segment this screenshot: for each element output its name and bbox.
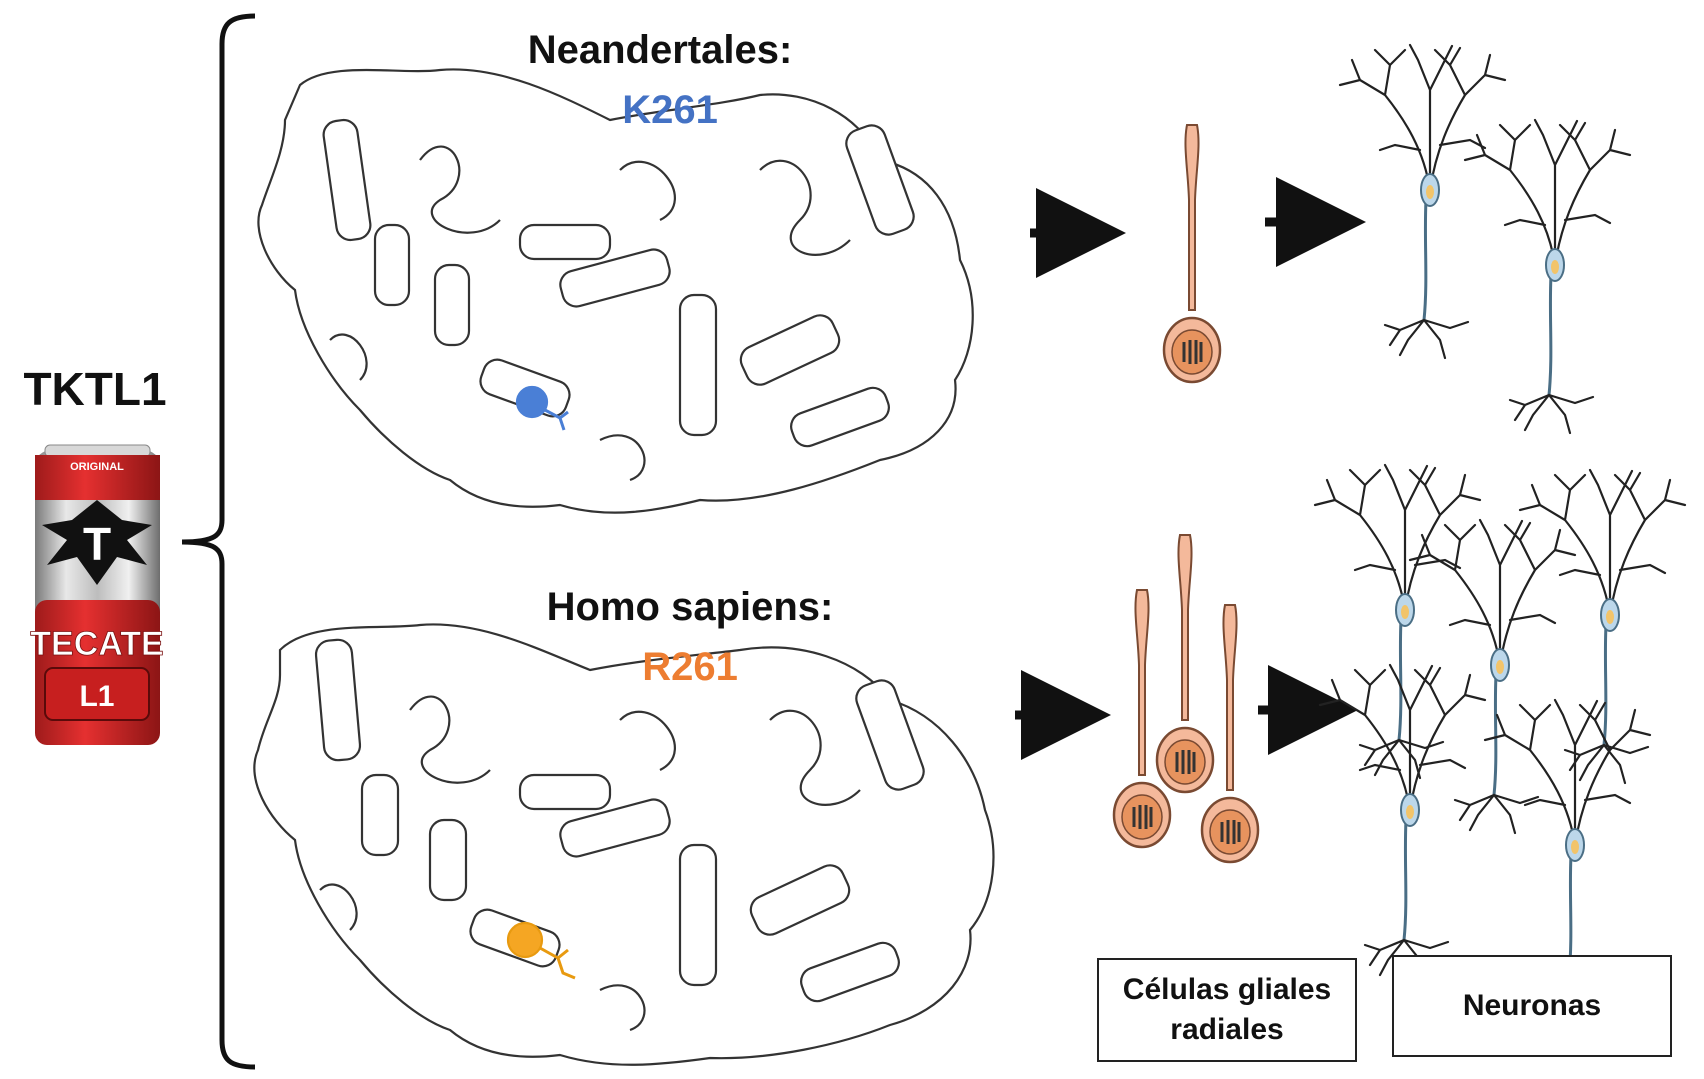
- can-badge-text: L1: [79, 680, 114, 713]
- radial-glia-cell: [1155, 533, 1215, 794]
- radial-glia-cell: [1200, 603, 1260, 864]
- protein-structure-neanderthal: [257, 68, 974, 514]
- sapiens-variant: R261: [642, 645, 738, 689]
- neuron-cell: [1518, 468, 1687, 785]
- neuron-cell: [1463, 118, 1632, 435]
- neuron-cell: [1313, 463, 1482, 780]
- svg-text:T: T: [83, 518, 111, 570]
- neanderthal-variant: K261: [622, 88, 718, 132]
- radial-glia-label: Células gliales radiales: [1122, 972, 1332, 1047]
- radial-glia-cell: [1162, 123, 1222, 384]
- gene-label: TKTL1: [23, 363, 167, 415]
- neuron-cell: [1338, 43, 1507, 360]
- sapiens-title: Homo sapiens:: [546, 585, 834, 629]
- neurons-label-box: Neuronas: [1392, 955, 1672, 1057]
- beer-can-illustration: ORIGINAL T TECATE L1: [30, 444, 164, 745]
- neurons-label: Neuronas: [1462, 988, 1602, 1022]
- neanderthal-title: Neandertales:: [527, 28, 793, 72]
- neuron-cell: [1318, 663, 1487, 980]
- group-bracket: [181, 13, 256, 1070]
- protein-structure-sapiens: [253, 623, 995, 1066]
- can-brand-text: TECATE: [30, 625, 163, 663]
- neuron-cell: [1483, 698, 1652, 1015]
- can-top-text: ORIGINAL: [70, 461, 124, 473]
- radial-glia-label-box: Células gliales radiales: [1097, 958, 1357, 1062]
- neuron-cell: [1408, 518, 1577, 835]
- radial-glia-cell: [1112, 588, 1172, 849]
